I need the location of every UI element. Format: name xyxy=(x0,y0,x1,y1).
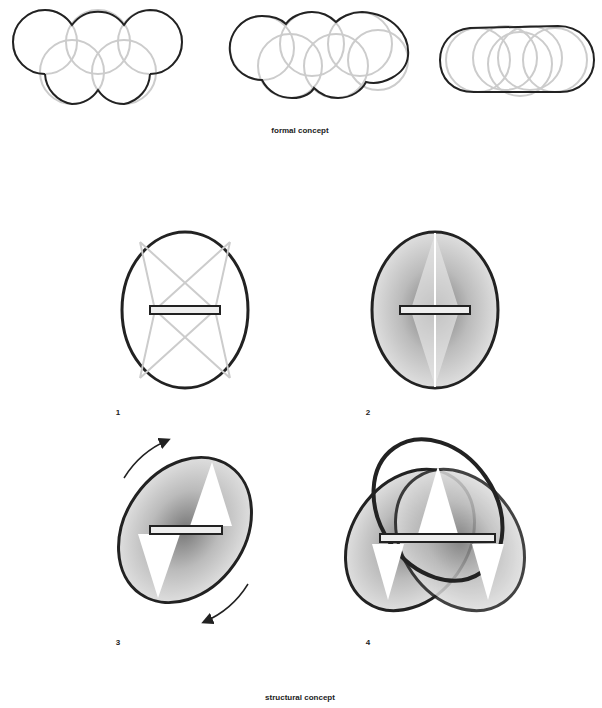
figure-number: 1 xyxy=(116,408,120,417)
caption-label: formal concept xyxy=(271,126,328,135)
structure-figure xyxy=(91,432,279,629)
structure-figure xyxy=(372,232,498,388)
caption-label: structural concept xyxy=(265,693,335,702)
figure-number: 3 xyxy=(116,638,120,647)
ring-group xyxy=(230,12,408,98)
figure-number: 2 xyxy=(366,408,370,417)
structure-figure xyxy=(122,232,248,388)
ring-group xyxy=(13,10,182,104)
figure-number: 4 xyxy=(366,638,370,647)
ring-group xyxy=(440,26,594,96)
structure-figure xyxy=(319,414,551,635)
